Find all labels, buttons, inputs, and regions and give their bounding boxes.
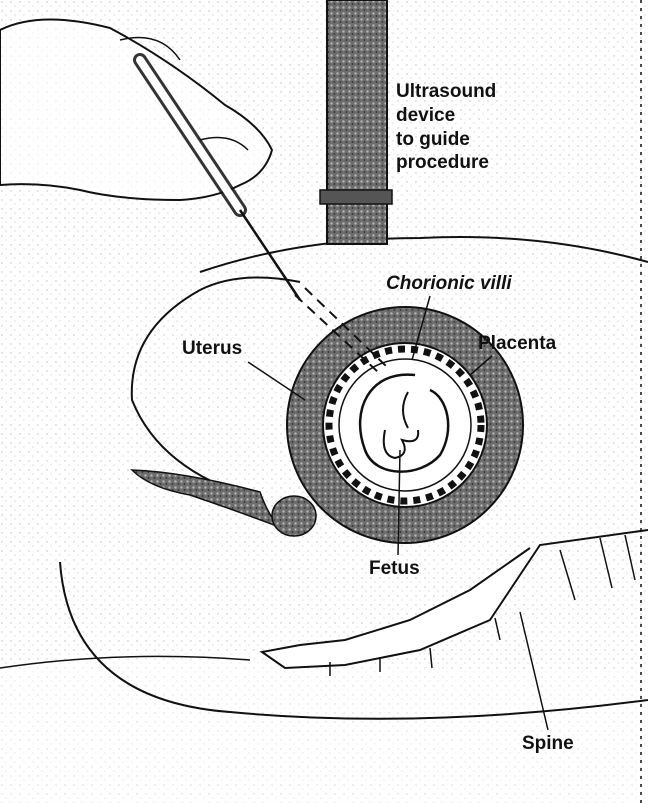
- ultrasound-label-line-4: procedure: [396, 151, 496, 175]
- ultrasound-label-line-1: Ultrasound: [396, 80, 496, 104]
- chorionic-villi-label: Chorionic villi: [386, 273, 512, 296]
- placenta-label: Placenta: [478, 333, 556, 356]
- ultrasound-label-line-3: to guide: [396, 128, 496, 152]
- uterus-label: Uterus: [182, 338, 242, 361]
- lower-region: [0, 651, 648, 803]
- fetus-label: Fetus: [369, 558, 420, 581]
- uterine-base: [272, 496, 316, 536]
- ultrasound-label-line-2: device: [396, 104, 496, 128]
- spine-label: Spine: [522, 733, 574, 756]
- ultrasound-device-label: Ultrasound device to guide procedure: [396, 80, 496, 175]
- ultrasound-device: [327, 0, 387, 244]
- ultrasound-collar: [320, 190, 392, 204]
